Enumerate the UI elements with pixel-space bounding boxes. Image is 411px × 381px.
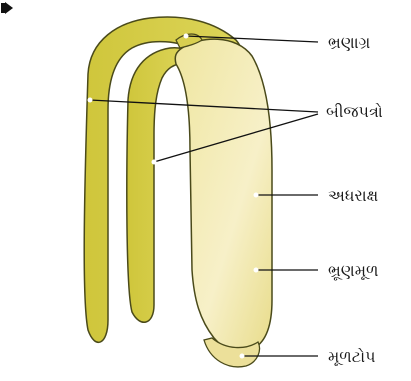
label-root-cap: મૂળટોપ (328, 347, 375, 366)
label-hypocotyl: અધરાક્ષ (328, 186, 378, 205)
corner-arrow-icon (1, 2, 13, 14)
label-radicle: ભ્રૂણમૂળ (328, 261, 379, 281)
label-cotyledons: બીજપત્રો (326, 102, 383, 121)
label-plumule: ભ્રણાગ્ર (328, 33, 371, 52)
inner-cotyledon (127, 48, 192, 323)
